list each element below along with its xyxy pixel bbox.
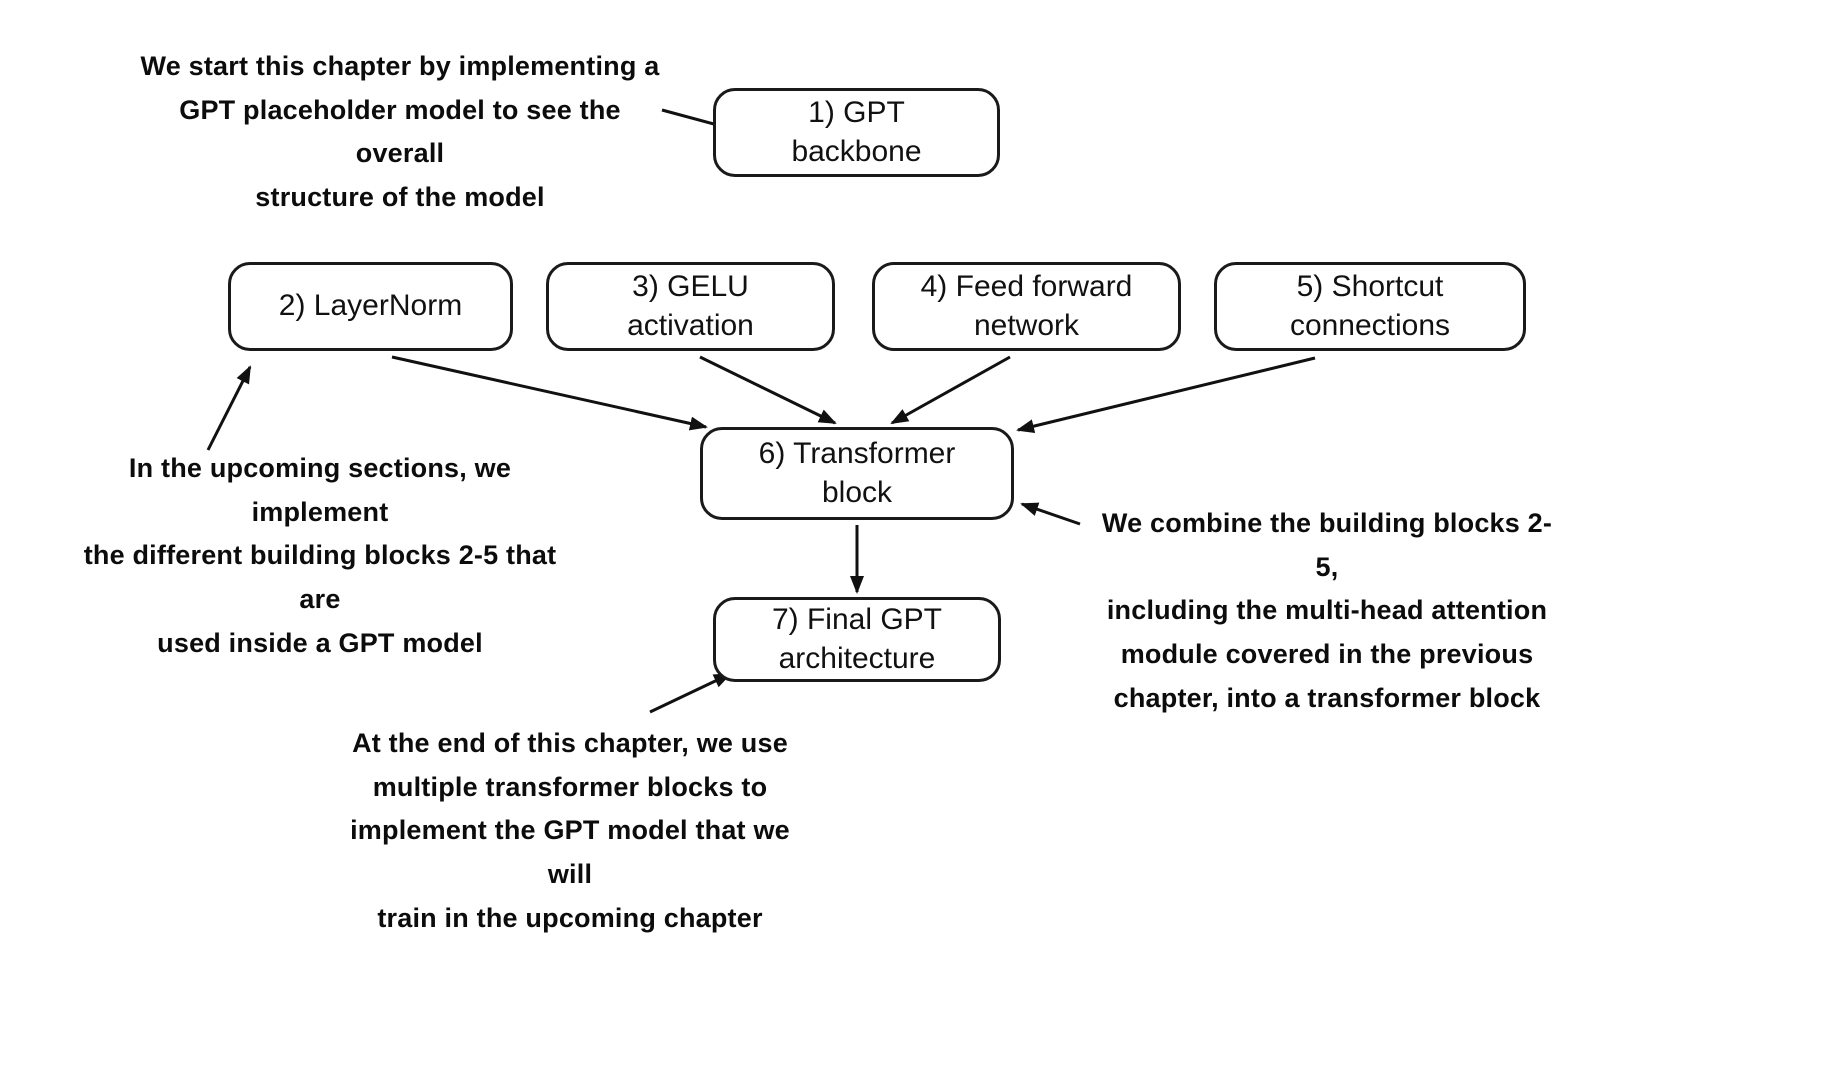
box-final-gpt-architecture: 7) Final GPT architecture <box>713 597 1001 682</box>
box-transformer-block: 6) Transformer block <box>700 427 1014 520</box>
annotation-gpt-backbone: We start this chapter by implementing a … <box>140 51 660 213</box>
arrow-feed-forward-to-transformer-block <box>890 355 1011 425</box>
box-shortcut-connections: 5) Shortcut connections <box>1214 262 1526 351</box>
box-gpt-backbone: 1) GPT backbone <box>713 88 1000 177</box>
arrow-shortcut-to-transformer-block <box>1016 356 1316 434</box>
arrow-note-to-layernorm <box>206 365 252 451</box>
arrow-layernorm-to-transformer-block <box>391 355 708 431</box>
annotation-transformer-block: We combine the building blocks 2-5, incl… <box>1101 508 1553 713</box>
box-feed-forward-network: 4) Feed forward network <box>872 262 1181 351</box>
arrow-gelu-to-transformer-block <box>699 355 837 425</box>
annotation-building-blocks: In the upcoming sections, we implement t… <box>83 453 557 658</box>
arrow-note-to-transformer-block <box>1020 502 1081 526</box>
arrow-note-to-final-gpt <box>649 672 732 714</box>
box-gelu-activation: 3) GELU activation <box>546 262 835 351</box>
annotation-final-gpt: At the end of this chapter, we use multi… <box>350 728 790 933</box>
box-layernorm: 2) LayerNorm <box>228 262 513 351</box>
